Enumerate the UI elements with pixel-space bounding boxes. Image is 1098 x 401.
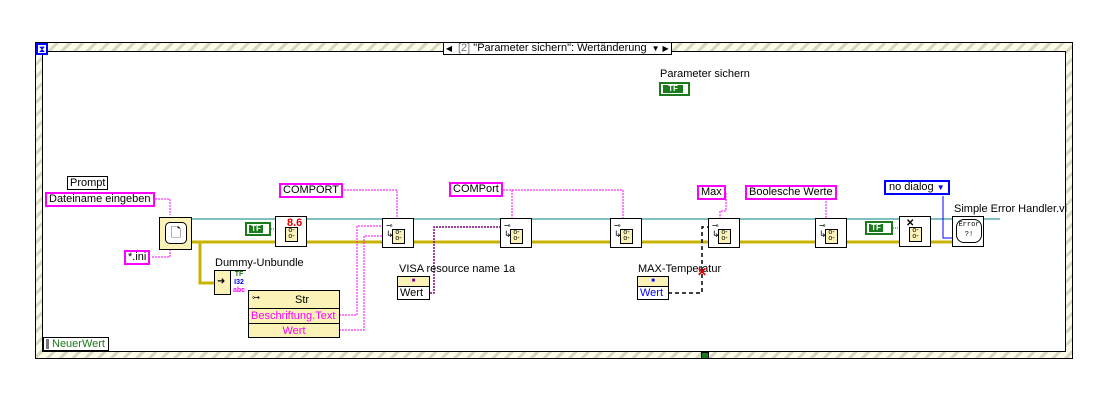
tf-icon: TF <box>869 224 883 232</box>
bool-field: TF <box>234 271 244 278</box>
dropdown-arrow[interactable]: ▼ <box>651 44 660 53</box>
write-key-node-5[interactable]: ⊸↳o-o- <box>815 218 847 248</box>
pattern-constant[interactable]: *.ini <box>124 250 151 265</box>
next-case-arrow[interactable]: ▶ <box>662 44 669 53</box>
config-version: 8.6 <box>287 217 303 229</box>
event-structure-content <box>42 51 1066 352</box>
bottom-tunnel[interactable] <box>701 352 709 359</box>
file-dialog-node[interactable]: 🗋 <box>159 217 192 250</box>
max-temp-value: Wert <box>640 287 664 299</box>
comport-constant[interactable]: COMPORT <box>279 183 344 198</box>
write-key-node-2[interactable]: ⊸↳o-o- <box>500 218 532 248</box>
hourglass-icon[interactable]: ⧗ <box>36 43 48 55</box>
close-x-icon: ✕ <box>906 218 915 229</box>
boolesche-constant[interactable]: Boolesche Werte <box>745 185 837 200</box>
visa-label: VISA resource name 1a <box>399 263 516 275</box>
enum-value: no dialog <box>889 181 934 193</box>
arrow-icon: ➜ <box>217 276 226 287</box>
max-temp-label: MAX-Temperatur <box>638 263 722 275</box>
i32-field: I32 <box>234 279 244 286</box>
max-temp-terminal[interactable]: ■ Wert <box>637 276 669 300</box>
write-key-node-1[interactable]: ⊸↳o-o- <box>382 218 414 248</box>
chevron-down-icon: ▼ <box>936 183 945 192</box>
neuer-wert-label: NeuerWert <box>52 338 105 350</box>
property-class: Str <box>295 294 310 306</box>
prev-case-arrow[interactable]: ◀ <box>445 44 453 53</box>
open-config-node[interactable]: 8.6 o-o- <box>275 216 307 247</box>
key-icon: ⊸ <box>614 221 621 230</box>
event-data-node[interactable]: NeuerWert <box>43 337 109 351</box>
prompt-label: Prompt <box>67 176 109 190</box>
property-row-label-text[interactable]: Beschriftung.Text <box>249 309 339 324</box>
simple-error-handler-node[interactable]: Error ?! <box>952 216 984 247</box>
tf-icon: TF <box>249 225 263 233</box>
error-dialog-enum[interactable]: no dialog ▼ <box>884 180 950 195</box>
max-constant[interactable]: Max <box>697 185 726 200</box>
key-icon: ⊸ <box>504 221 511 230</box>
file-dialog-icon: 🗋 <box>165 222 187 244</box>
ref-icon: ⊶ <box>252 293 260 302</box>
dummy-unbundle-label: Dummy-Unbundle <box>215 257 304 269</box>
case-name: "Parameter sichern": Wertänderung <box>473 42 647 54</box>
visa-value: Wert <box>400 287 424 299</box>
true-constant-2[interactable]: TF <box>865 221 893 235</box>
broken-wire-x-icon[interactable]: ✕ <box>697 265 708 279</box>
parameter-sichern-label: Parameter sichern <box>660 68 750 80</box>
config-file-icon: o-o- <box>285 227 298 242</box>
key-icon: ⊸ <box>819 221 826 230</box>
dummy-unbundle-node[interactable]: ➜ TF I32 abc <box>214 270 247 295</box>
error-handler-label: Simple Error Handler.vi <box>954 203 1068 215</box>
parameter-sichern-terminal[interactable]: TF <box>659 82 690 96</box>
error-icon: Error ?! <box>956 219 982 243</box>
property-node[interactable]: ⊶ Str Beschriftung.Text Wert <box>248 290 340 338</box>
prompt-constant[interactable]: Dateiname eingeben <box>45 192 155 207</box>
write-key-node-4[interactable]: ⊸↳o-o- <box>708 218 740 248</box>
event-case-selector[interactable]: ◀ [2] "Parameter sichern": Wertänderung … <box>443 42 672 55</box>
close-config-node[interactable]: ✕ o-o- <box>899 216 931 247</box>
visa-terminal[interactable]: ■ Wert <box>397 276 430 300</box>
key-icon: ⊸ <box>712 221 719 230</box>
string-field: abc <box>232 287 246 294</box>
case-index: [2] <box>458 42 471 54</box>
true-constant-1[interactable]: TF <box>245 222 271 236</box>
write-key-node-3[interactable]: ⊸↳o-o- <box>610 218 642 248</box>
tf-icon: TF <box>663 85 683 93</box>
comport2-constant[interactable]: COMPort <box>449 182 503 197</box>
key-icon: ⊸ <box>386 221 393 230</box>
property-row-value[interactable]: Wert <box>282 325 306 337</box>
